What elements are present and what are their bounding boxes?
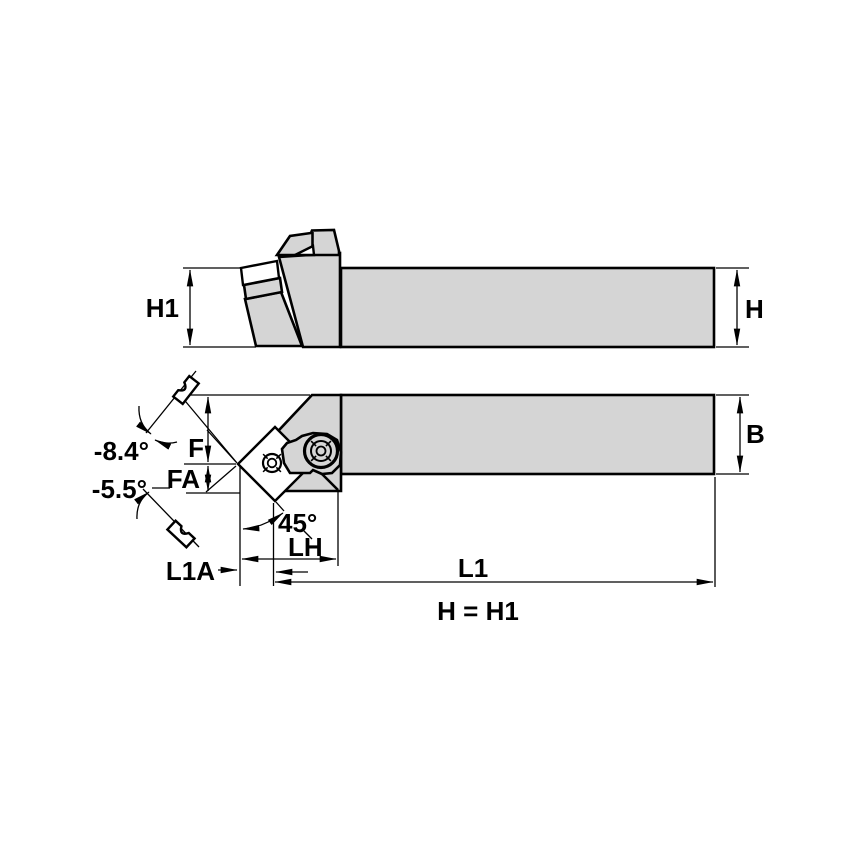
construction-lines	[180, 394, 716, 587]
label-side-rake: -5.5°	[92, 474, 147, 504]
dim-l1: L1	[274, 553, 714, 586]
shank-side	[339, 266, 716, 349]
label-f: F	[188, 433, 204, 463]
dim-b: B	[716, 394, 765, 475]
dim-lead-angle: 45°	[242, 508, 317, 538]
plan-view: F FA 45° LH L1A L1	[92, 370, 765, 587]
clamp-notch	[294, 244, 316, 257]
label-l1a: L1A	[166, 556, 215, 586]
side-rake-indicator: -5.5°	[92, 474, 200, 549]
label-lh: LH	[288, 532, 323, 562]
equation-note: H = H1	[437, 596, 519, 626]
label-b: B	[746, 419, 765, 449]
insert-screw	[261, 452, 283, 474]
dim-h1: H1	[146, 267, 256, 348]
clamp-side	[274, 228, 341, 257]
dim-l1a: L1A	[166, 556, 308, 586]
dim-fa: FA	[167, 464, 212, 494]
label-l1: L1	[458, 553, 488, 583]
shank-plan	[339, 393, 716, 476]
dim-h: H	[716, 267, 764, 348]
clamp-screw-cross	[310, 440, 332, 462]
insert-screw-cross	[262, 453, 282, 473]
clamp-screw	[302, 432, 340, 470]
side-view: H1 H	[146, 228, 764, 349]
label-h: H	[745, 294, 764, 324]
dim-lh: LH	[241, 532, 337, 563]
label-back-rake: -8.4°	[94, 436, 149, 466]
label-h1: H1	[146, 293, 179, 323]
dim-f: F	[188, 396, 212, 463]
insert-side	[239, 259, 281, 287]
back-rake-indicator: -8.4°	[94, 370, 201, 466]
label-lead-angle: 45°	[278, 508, 317, 538]
label-fa: FA	[167, 464, 200, 494]
